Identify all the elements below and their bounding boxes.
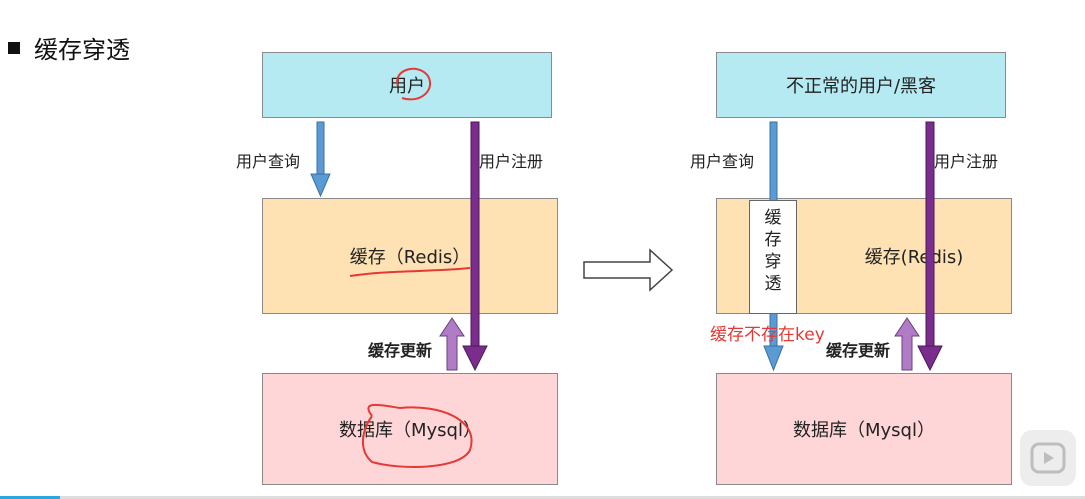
right-db-label: 数据库（Mysql） bbox=[793, 420, 935, 441]
left-query-label: 用户查询 bbox=[236, 152, 301, 171]
circle-mysql-annotation bbox=[362, 403, 473, 468]
left-register-arrow bbox=[462, 121, 488, 372]
circle-user-annotation bbox=[396, 67, 431, 101]
video-progress-fill bbox=[0, 496, 60, 499]
play-button[interactable] bbox=[1020, 430, 1076, 486]
video-progress-bar[interactable] bbox=[0, 496, 1085, 499]
right-update-arrow bbox=[894, 317, 920, 371]
left-update-label: 缓存更新 bbox=[368, 341, 433, 360]
penetration-char: 存 bbox=[764, 230, 782, 250]
cache-miss-label: 缓存不存在key bbox=[710, 325, 825, 345]
right-update-label: 缓存更新 bbox=[826, 341, 891, 360]
left-db-box: 数据库（Mysql） bbox=[262, 373, 558, 485]
penetration-char: 缓 bbox=[764, 208, 782, 228]
left-query-arrow bbox=[310, 121, 331, 198]
transition-arrow bbox=[583, 248, 674, 292]
underline-redis-annotation bbox=[349, 267, 471, 277]
left-user-box: 用户 bbox=[262, 52, 552, 118]
right-register-arrow bbox=[917, 121, 943, 372]
right-user-box: 不正常的用户/黑客 bbox=[716, 52, 1006, 118]
right-user-label: 不正常的用户/黑客 bbox=[785, 76, 937, 97]
left-cache-label: 缓存（Redis） bbox=[349, 247, 471, 268]
page-title: 缓存穿透 bbox=[34, 36, 130, 64]
penetration-char: 透 bbox=[764, 274, 782, 294]
right-cache-label: 缓存(Redis) bbox=[864, 247, 964, 268]
left-update-arrow bbox=[439, 317, 465, 371]
bullet-square-icon bbox=[8, 41, 20, 54]
play-icon bbox=[1030, 442, 1066, 474]
left-cache-box: 缓存（Redis） bbox=[262, 198, 558, 314]
right-register-label: 用户注册 bbox=[934, 152, 999, 171]
red-annotations bbox=[349, 67, 473, 468]
right-db-box: 数据库（Mysql） bbox=[716, 373, 1012, 485]
penetration-char: 穿 bbox=[764, 252, 782, 272]
left-register-label: 用户注册 bbox=[479, 152, 544, 171]
left-db-label: 数据库（Mysql） bbox=[339, 420, 481, 441]
right-query-label: 用户查询 bbox=[690, 152, 755, 171]
penetration-box: 缓 存 穿 透 bbox=[749, 200, 797, 314]
slide-heading: 缓存穿透 bbox=[8, 30, 130, 65]
